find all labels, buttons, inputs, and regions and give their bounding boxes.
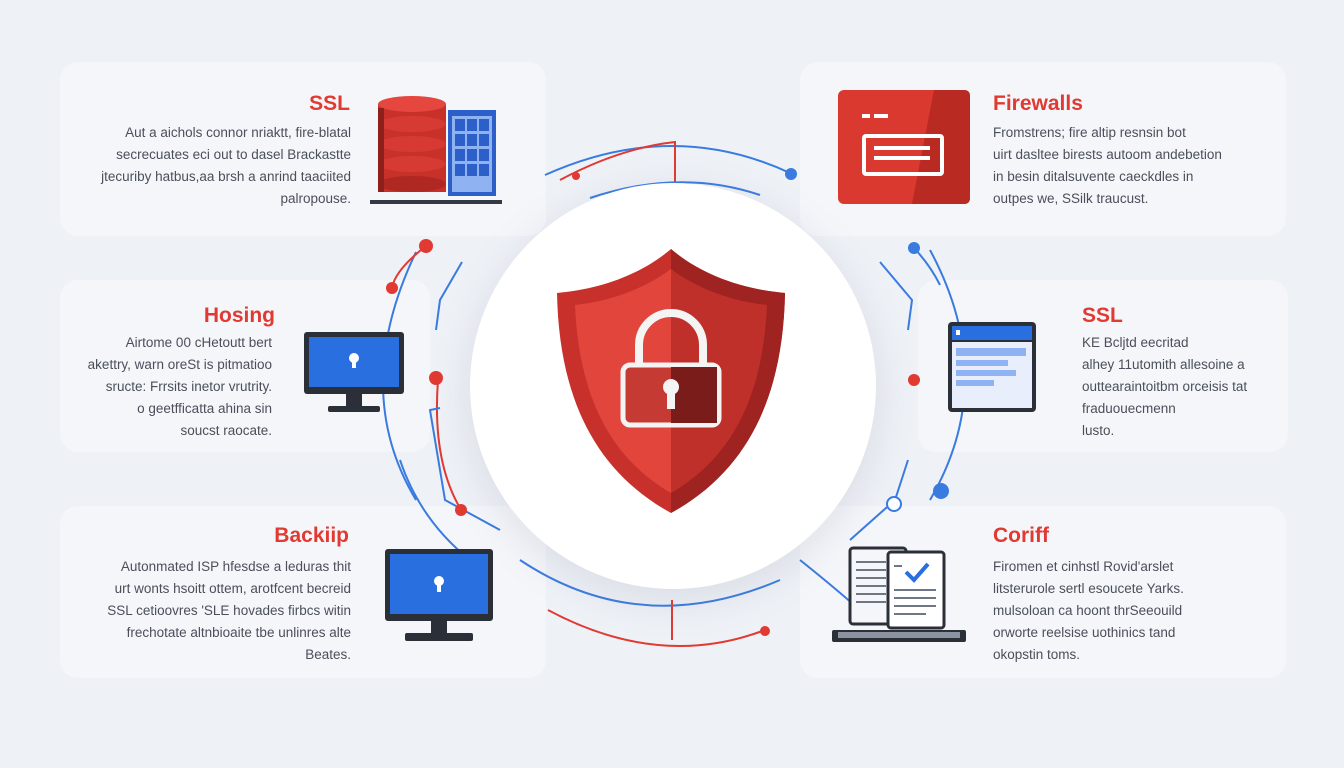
desc-line: Airtome 00 cHetoutt bert <box>125 335 272 350</box>
desc-line: secrecuates eci out to dasel Brackastte <box>116 147 351 162</box>
desc-line: Beates. <box>305 647 351 662</box>
card-title-coriff: Coriff <box>993 524 1049 547</box>
desc-line: urt wonts hsoitt ottem, arotfcent becrei… <box>114 581 351 596</box>
arc-right-inner-blue <box>879 261 914 331</box>
card-title-hosting: Hosing <box>203 304 275 327</box>
dot-red <box>455 504 467 516</box>
arc-bottom-blue <box>519 559 781 607</box>
desc-line: Fromstrens; fire altip resnsin bot <box>993 125 1186 140</box>
desc-line: Aut a aichols connor nriaktt, fire-blata… <box>125 125 351 140</box>
desc-line: alhey 11utomith allesoine a <box>1082 357 1245 372</box>
dot-red <box>908 374 920 386</box>
dot-blue <box>785 168 797 180</box>
desc-line: Autonmated ISP hfesdse a leduras thit <box>120 559 351 574</box>
desc-line: sructe: Frrsits inetor vrutrity. <box>105 379 272 394</box>
monitor-lock-icon <box>385 549 493 641</box>
card-title-backup: Backiip <box>274 524 349 547</box>
desc-line: frechotate altnbioaite tbe unlinres alte <box>126 625 351 640</box>
card-desc-firewalls: Fromstrens; fire altip resnsin bot uirt … <box>993 122 1222 210</box>
desc-line: akettry, warn oreSt is pitmatioo <box>87 357 272 372</box>
firewall-window-icon <box>838 90 970 204</box>
arc-left-inner-red2 <box>435 379 461 509</box>
desc-line: palropouse. <box>280 191 351 206</box>
dot-blue <box>908 242 920 254</box>
desc-line: outpes we, SSilk traucust. <box>993 191 1149 206</box>
desc-line: jtecuriby hatbus,aa brsh a anrind taacii… <box>101 169 351 184</box>
card-title-ssl-top-left: SSL <box>309 92 350 115</box>
desc-line: litsterurole sertl esoucete Yarks. <box>993 581 1184 596</box>
dot-red <box>419 239 433 253</box>
arc-right-inner-blue2 <box>913 247 941 286</box>
desc-line: SSL cetioovres 'SLE hovades firbcs witin <box>107 603 351 618</box>
dot-blue <box>933 483 949 499</box>
card-desc-ssl-right: KE Bcljtd eecritad alhey 11utomith alles… <box>1082 332 1247 442</box>
dot-blue-ring <box>886 496 902 512</box>
desc-line: Firomen et cinhstl Rovid'arslet <box>993 559 1174 574</box>
desc-line: mulsoloan ca hoont thrSeeouild <box>993 603 1183 618</box>
card-title-firewalls: Firewalls <box>993 92 1083 115</box>
desc-line: okopstin toms. <box>993 647 1081 662</box>
desc-line: orworte reelsise uothinics tand <box>993 625 1176 640</box>
card-desc-coriff: Firomen et cinhstl Rovid'arslet litsteru… <box>993 556 1184 666</box>
card-desc-ssl-top-left: Aut a aichols connor nriaktt, fire-blata… <box>101 122 351 210</box>
desc-line: outtearaintoitbm orceisis tat <box>1082 379 1248 394</box>
dot-red <box>572 172 580 180</box>
card-desc-hosting: Airtome 00 cHetoutt bert akettry, warn o… <box>88 332 272 442</box>
desc-line: soucst raocate. <box>180 423 272 438</box>
desc-line: lusto. <box>1082 423 1115 438</box>
arc-left-inner-blue <box>435 261 463 331</box>
card-title-ssl-right: SSL <box>1082 304 1123 327</box>
browser-window-icon <box>948 322 1036 412</box>
card-desc-backup: Autonmated ISP hfesdse a leduras thit ur… <box>107 556 351 666</box>
dot-red <box>386 282 398 294</box>
desc-line: KE Bcljtd eecritad <box>1082 335 1189 350</box>
monitor-lock-icon <box>304 332 404 412</box>
dot-red <box>429 371 443 385</box>
dot-red <box>760 626 770 636</box>
desc-line: fraduouecmenn <box>1082 401 1176 416</box>
document-check-icon <box>832 546 966 642</box>
desc-line: o geetfficatta ahina sin <box>137 401 272 416</box>
arc-left-inner-blue2 <box>428 407 501 531</box>
desc-line: in besin ditalsuvente caeckdles in <box>993 169 1194 184</box>
database-server-icon <box>370 96 502 204</box>
desc-line: uirt dasltee birests autoom andebetion <box>993 147 1222 162</box>
arc-bottom-red <box>547 609 766 647</box>
shield-lock-icon <box>557 249 785 513</box>
arc-top-blue <box>544 145 791 176</box>
